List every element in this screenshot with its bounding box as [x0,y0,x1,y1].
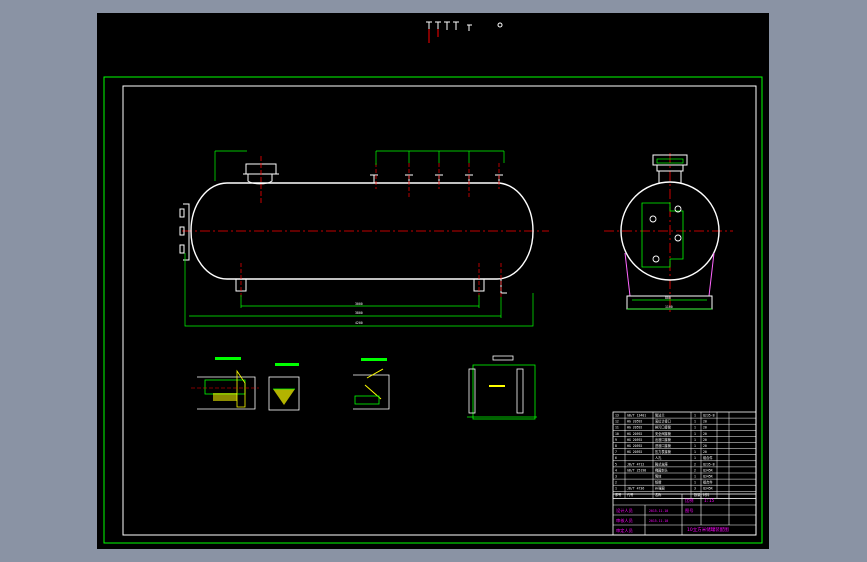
parts-cell-name: 椭圆封头 [655,467,669,472]
parts-cell-no: 5 [615,462,617,466]
parts-cell-mat: 组合件 [703,455,713,460]
parts-cell-mat: Q345R [703,475,713,479]
parts-cell-qty: 1 [694,444,696,448]
parts-cell-no: 2 [615,481,617,485]
title-date-2: 2015.11.10 [649,519,668,523]
drawing-title: 10立方米储罐装配图 [687,526,729,533]
parts-cell-qty: 1 [694,420,696,424]
parts-cell-qty: 1 [694,414,696,418]
scale-label: 比例 [685,497,693,504]
parts-cell-code: JB/T 4712 [627,462,644,466]
svg-text:3000: 3000 [355,302,363,306]
cad-drawing: 3000 3800 4200 8 [103,21,763,544]
parts-cell-qty: 1 [694,426,696,430]
outer-frame [103,76,763,544]
drawing-sheet: 3000 3800 4200 8 [97,13,769,549]
parts-cell-name: 出液口接管 [655,437,671,442]
detail-a [191,357,259,410]
detail-views [191,355,537,420]
title-row-3-label: 审定人员 [616,527,633,534]
parts-cell-qty: 2 [694,468,696,472]
parts-cell-no: 6 [615,456,617,460]
parts-cell-no: 7 [615,450,617,454]
vessel-elevation: 3000 3800 4200 [179,150,549,327]
parts-cell-mat: 20 [703,432,707,436]
parts-cell-name: 安全阀接管 [655,431,671,436]
svg-text:4200: 4200 [355,321,363,325]
parts-cell-name: 进液口接管 [655,443,671,448]
title-block: 设计人员 审核人员 审定人员 2015.11.10 2015.11.10 比例 … [612,493,757,536]
parts-cell-mat: 20 [703,420,707,424]
parts-cell-qty: 1 [694,438,696,442]
parts-cell-mat: 组合件 [703,480,713,485]
parts-cell-name: 筒体 [655,474,662,479]
detail-b [268,363,300,411]
title-row-1-label: 设计人员 [616,507,633,514]
parts-cell-name: 人孔 [655,455,662,460]
svg-text:3800: 3800 [355,311,363,315]
parts-cell-mat: 20 [703,426,707,430]
parts-cell-mat: Q235-B [703,462,715,466]
parts-cell-mat: Q235-B [703,414,715,418]
parts-cell-mat: 20 [703,438,707,442]
inner-frame [122,85,757,536]
parts-cell-code: HG 20592 [627,426,642,430]
parts-cell-name: 排污口接管 [655,425,671,430]
svg-text:800: 800 [665,296,671,300]
parts-cell-no: 13 [615,414,619,418]
parts-cell-mat: Q345R [703,468,713,472]
parts-cell-name: 补强圈 [655,486,665,491]
parts-cell-name: 压力表接管 [655,449,671,454]
parts-cell-no: 3 [615,475,617,479]
parts-cell-qty: 2 [694,462,696,466]
title-date-1: 2015.11.10 [649,509,668,513]
parts-cell-name: 鞍式支座 [655,461,669,466]
parts-cell-no: 10 [615,432,619,436]
title-row-2-label: 审核人员 [616,517,633,524]
parts-cell-code: GB/T 13401 [627,414,646,418]
parts-cell-qty: 1 [694,432,696,436]
parts-cell-code: HG 20592 [627,438,642,442]
parts-cell-mat: 20 [703,450,707,454]
parts-cell-code: GB/T 25198 [627,468,646,472]
parts-cell-name: 管法兰 [655,413,665,418]
scale-value: 1:15 [704,498,715,503]
parts-cell-name: 液位计接口 [655,419,671,424]
parts-cell-qty: 1 [694,481,696,485]
parts-cell-code: HG 20592 [627,444,642,448]
parts-cell-no: 12 [615,420,619,424]
parts-cell-name: 铭牌 [655,480,662,485]
parts-cell-code: HG 20592 [627,450,642,454]
parts-cell-no: 8 [615,444,617,448]
sheet-label: 图号 [685,508,693,514]
parts-cell-no: 1 [615,487,617,491]
parts-cell-qty: 1 [694,456,696,460]
parts-cell-no: 11 [615,426,619,430]
parts-cell-mat: 20 [703,444,707,448]
svg-text:1100: 1100 [665,305,673,309]
parts-cell-qty: 1 [694,475,696,479]
parts-cell-mat: Q345R [703,487,713,491]
parts-cell-qty: 1 [694,450,696,454]
parts-cell-code: JB/T 4736 [627,487,644,491]
detail-nameplate [467,355,537,420]
top-symbols [426,21,503,43]
vessel-side-view: 800 1100 [604,153,733,313]
detail-c [353,358,390,410]
parts-cell-code: HG 20592 [627,420,642,424]
parts-cell-code: HG 20592 [627,432,642,436]
parts-cell-no: 9 [615,438,617,442]
parts-cell-qty: 3 [694,487,696,491]
parts-cell-no: 4 [615,468,617,472]
